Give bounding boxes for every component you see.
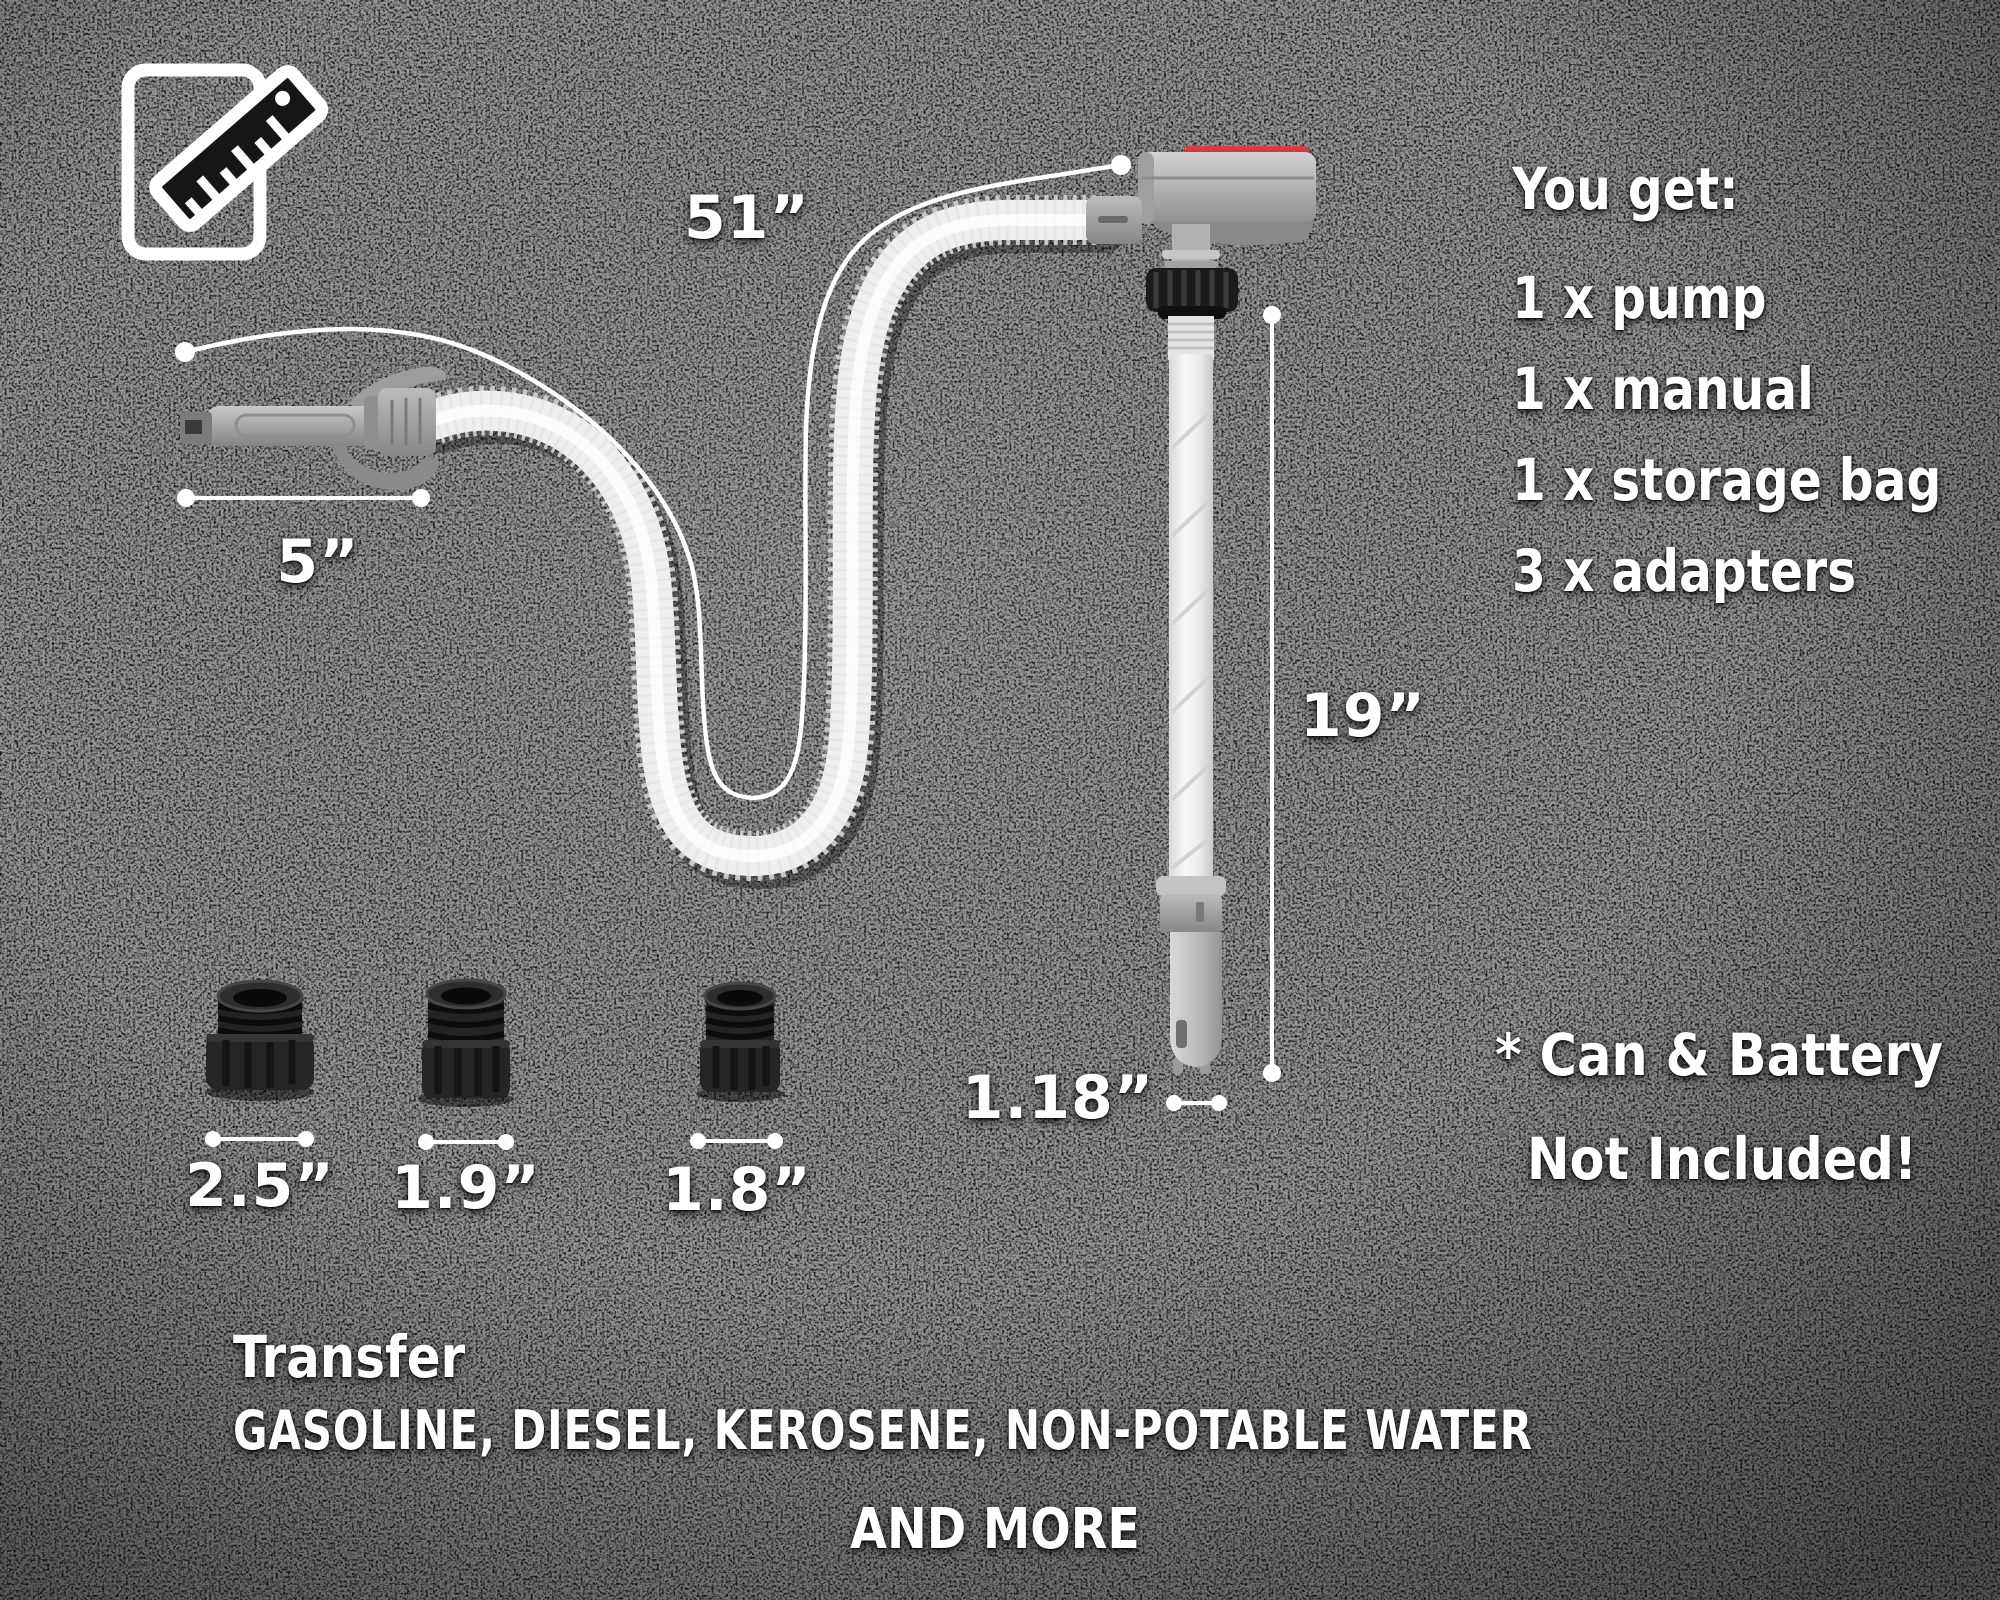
adapter-small [696,981,784,1102]
tube-diameter-label: 1.18” [961,1063,1155,1133]
adapter-medium [418,978,514,1107]
disclaimer-line-2: Not Included! [1526,1125,1918,1193]
list-item: 1 x pump [1512,264,1767,332]
transfer-more: AND MORE [850,1497,1140,1562]
package-contents: You get: 1 x pump 1 x manual 1 x storage… [1512,160,1941,632]
nozzle [180,366,447,491]
adapter-large-label: 2.5” [185,1151,335,1221]
list-item: 1 x storage bag [1512,446,1942,514]
nozzle-length-label: 5” [276,527,360,597]
hose-length-label: 51” [684,183,810,253]
adapter-medium-label: 1.9” [391,1153,541,1223]
pump-head [1086,146,1316,360]
tank-collar-nut [1146,268,1238,319]
list-item: 1 x manual [1512,355,1814,423]
tube-coupler [1156,876,1226,896]
adapter-small-label: 1.8” [662,1155,812,1225]
suction-tube [1156,354,1226,1074]
ruler-icon [121,63,329,261]
tube-length-label: 19” [1300,681,1426,751]
transfer-hose [414,195,1127,890]
package-contents-title: You get: [1512,155,1739,223]
measurement-lines [184,162,1274,1144]
transfer-fluids: GASOLINE, DIESEL, KEROSENE, NON-POTABLE … [233,1399,1533,1462]
list-item: 3 x adapters [1512,537,1857,605]
transfer-heading: Transfer [233,1323,466,1391]
disclaimer-line-1: * Can & Battery [1495,1021,1943,1089]
hose-length-line [184,162,1122,801]
measurement-dots [175,155,1281,1150]
adapter-large [206,979,314,1101]
